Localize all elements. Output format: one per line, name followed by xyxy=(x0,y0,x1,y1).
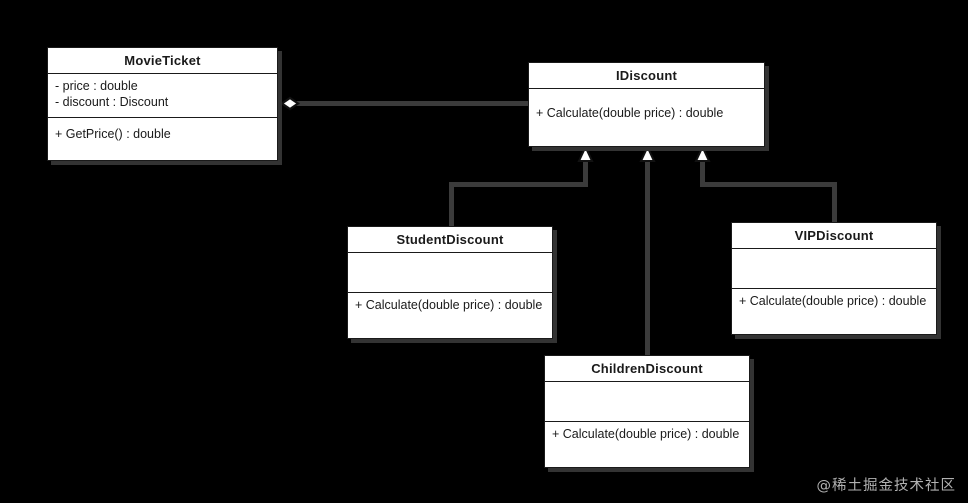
generalization-line-vip-horizontal xyxy=(700,182,837,187)
method-item: + Calculate(double price) : double xyxy=(355,298,543,312)
attribute-item: - discount : Discount xyxy=(55,95,169,109)
class-attributes-studentdiscount xyxy=(348,253,552,293)
watermark-text: @稀土掘金技术社区 xyxy=(816,478,956,494)
class-box-movieticket[interactable]: MovieTicket - price : double - discount … xyxy=(47,47,278,161)
class-title-movieticket: MovieTicket xyxy=(48,48,277,74)
generalization-line-student-vertical-top xyxy=(583,155,588,187)
class-attributes-movieticket: - price : double - discount : Discount xyxy=(48,74,277,118)
method-item: + Calculate(double price) : double xyxy=(536,106,724,120)
class-title-studentdiscount: StudentDiscount xyxy=(348,227,552,253)
class-title-childrendiscount: ChildrenDiscount xyxy=(545,356,749,382)
generalization-line-children-vertical xyxy=(645,155,650,358)
class-box-vipdiscount[interactable]: VIPDiscount + Calculate(double price) : … xyxy=(731,222,937,335)
aggregation-line-movieticket-idiscount xyxy=(293,101,531,106)
class-attributes-vipdiscount xyxy=(732,249,936,289)
class-box-idiscount[interactable]: IDiscount + Calculate(double price) : do… xyxy=(528,62,765,147)
class-methods-childrendiscount: + Calculate(double price) : double xyxy=(545,422,749,446)
class-methods-idiscount: + Calculate(double price) : double xyxy=(529,89,764,125)
class-attributes-childrendiscount xyxy=(545,382,749,422)
class-box-studentdiscount[interactable]: StudentDiscount + Calculate(double price… xyxy=(347,226,553,339)
class-title-vipdiscount: VIPDiscount xyxy=(732,223,936,249)
generalization-line-vip-vertical-top xyxy=(700,155,705,187)
attribute-item: - price : double xyxy=(55,79,138,93)
generalization-line-vip-vertical-bottom xyxy=(832,182,837,225)
method-item: + GetPrice() : double xyxy=(55,127,171,141)
class-methods-movieticket: + GetPrice() : double xyxy=(48,118,277,146)
method-item: + Calculate(double price) : double xyxy=(552,427,740,441)
generalization-line-student-vertical-bottom xyxy=(449,182,454,229)
class-methods-studentdiscount: + Calculate(double price) : double xyxy=(348,293,552,317)
class-box-childrendiscount[interactable]: ChildrenDiscount + Calculate(double pric… xyxy=(544,355,750,468)
generalization-line-student-horizontal xyxy=(449,182,588,187)
class-methods-vipdiscount: + Calculate(double price) : double xyxy=(732,289,936,313)
method-item: + Calculate(double price) : double xyxy=(739,294,927,308)
class-title-idiscount: IDiscount xyxy=(529,63,764,89)
